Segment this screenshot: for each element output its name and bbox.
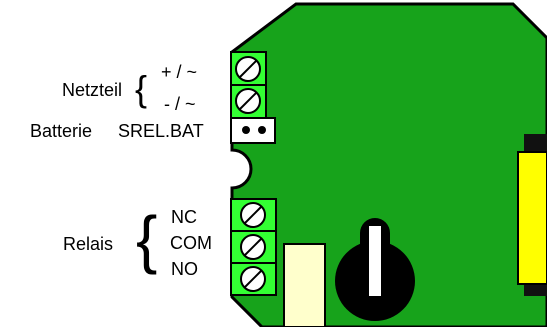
- relay-brace: {: [136, 203, 158, 275]
- power-terminal-block: [230, 51, 267, 119]
- relay-terminal-block: [230, 198, 277, 296]
- screw-terminal-plus: [235, 56, 261, 82]
- battery-label: Batterie: [30, 121, 93, 141]
- relay-com-label: COM: [170, 233, 212, 253]
- yellow-component: [517, 151, 547, 285]
- battery-connector: [230, 117, 276, 144]
- power-group-label: Netzteil: [62, 80, 123, 100]
- screw-terminal-com: [240, 234, 266, 260]
- cream-component: [283, 243, 326, 327]
- power-brace: {: [135, 68, 148, 109]
- power-minus-label: - / ~: [164, 94, 196, 114]
- relay-no-label: NO: [171, 259, 198, 279]
- screw-terminal-minus: [235, 88, 261, 114]
- relay-nc-label: NC: [171, 207, 197, 227]
- knob-slot-inner: [369, 226, 381, 296]
- relay-group-label: Relais: [63, 234, 114, 254]
- screw-terminal-no: [240, 266, 266, 292]
- battery-connector-label: SREL.BAT: [118, 121, 204, 141]
- power-plus-label: + / ~: [161, 62, 198, 82]
- screw-terminal-nc: [240, 202, 266, 228]
